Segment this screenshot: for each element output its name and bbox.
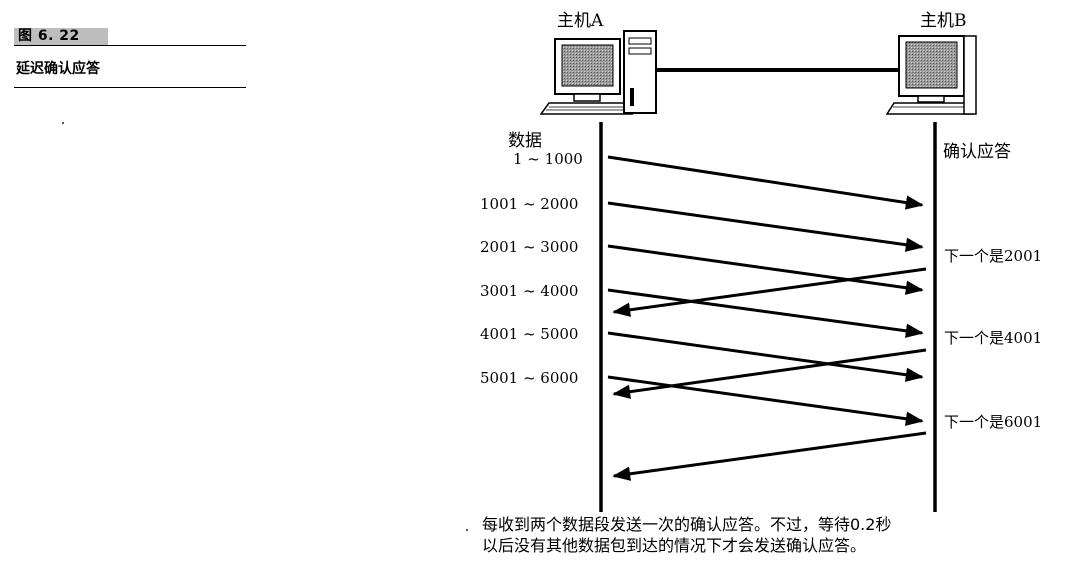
segment-arrow-2: [607, 201, 924, 252]
segment-arrow-5: [607, 331, 924, 382]
segment-label-6: 5001 ~ 6000: [480, 369, 579, 387]
host-b-label: 主机B: [920, 11, 967, 31]
ack-arrow-2: [612, 348, 927, 399]
ack-arrow-1: [612, 267, 927, 317]
segment-arrow-4: [607, 288, 924, 338]
segment-label-3: 2001 ~ 3000: [480, 238, 579, 256]
host-b-computer-icon: [885, 35, 977, 115]
note-line-1: 每收到两个数据段发送一次的确认应答。不过，等待0.2秒: [482, 515, 892, 534]
host-a-label: 主机A: [557, 11, 604, 31]
ack-arrow-3: [612, 431, 927, 481]
stray-dot: [62, 122, 64, 124]
caption-top-rule: [14, 45, 246, 46]
ack-label-3: 下一个是6001: [944, 413, 1043, 431]
ack-label-1: 下一个是2001: [944, 247, 1043, 265]
note-bullet-dot: [466, 529, 468, 531]
segment-arrow-1: [607, 155, 924, 210]
segment-label-4: 3001 ~ 4000: [480, 282, 579, 300]
data-column-header: 数据: [508, 131, 542, 151]
segment-arrow-6: [607, 375, 924, 426]
diagram-note: 每收到两个数据段发送一次的确认应答。不过，等待0.2秒 以后没有其他数据包到达的…: [482, 514, 891, 556]
caption-bottom-rule: [14, 87, 246, 88]
note-line-2: 以后没有其他数据包到达的情况下才会发送确认应答。: [482, 536, 867, 555]
segment-label-1: 1 ~ 1000: [513, 150, 583, 168]
ack-label-2: 下一个是4001: [944, 329, 1043, 347]
ack-column-header: 确认应答: [943, 142, 1011, 162]
figure-number: 图 6. 22: [14, 28, 108, 45]
segment-label-2: 1001 ~ 2000: [480, 195, 579, 213]
segment-label-5: 4001 ~ 5000: [480, 325, 579, 343]
host-a-computer-icon: [539, 30, 657, 115]
segment-arrow-3: [607, 244, 924, 295]
figure-title: 延迟确认应答: [16, 61, 100, 77]
